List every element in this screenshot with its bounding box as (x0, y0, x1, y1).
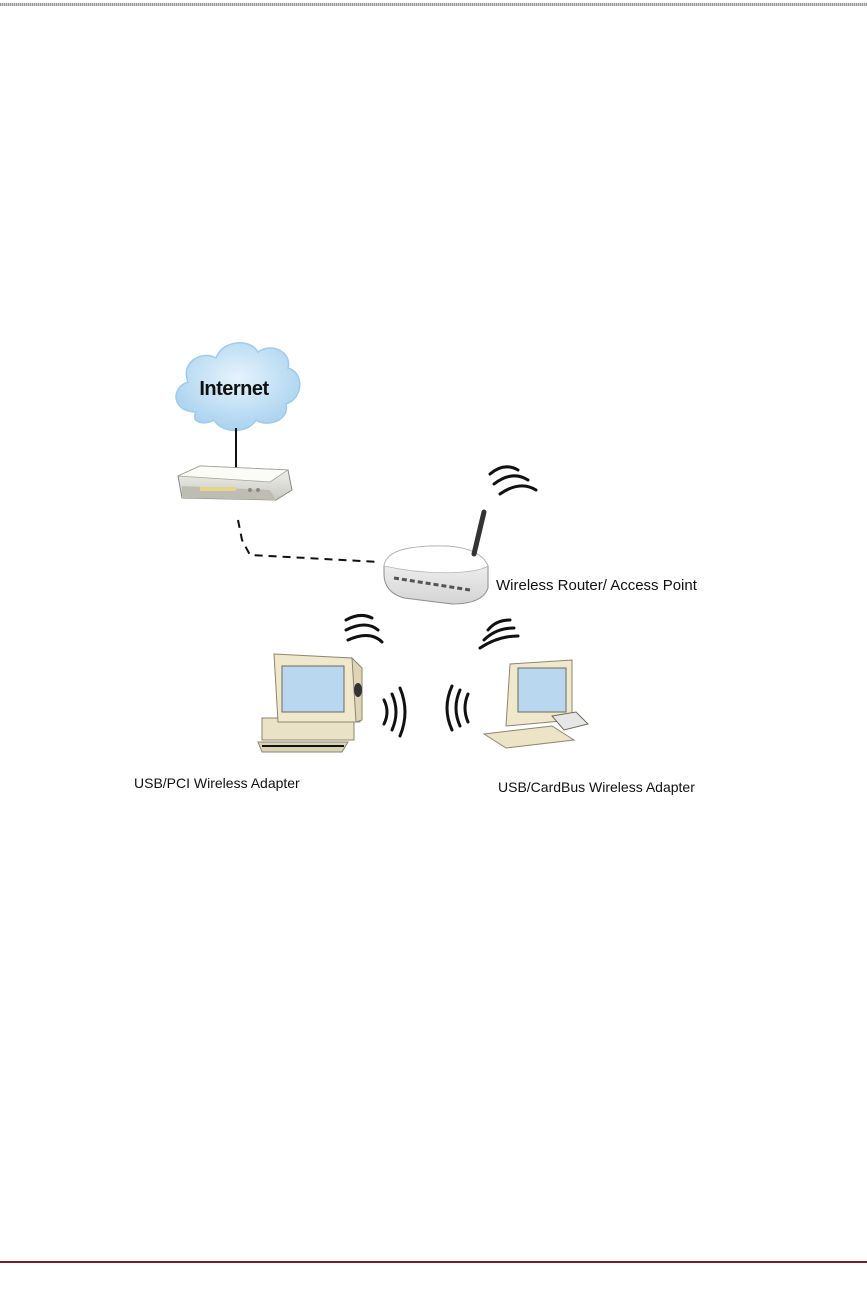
wireless-signal-icon (384, 688, 405, 736)
footer-rule (0, 1261, 867, 1263)
wireless-signal-icon (490, 467, 536, 494)
internet-label: Internet (199, 378, 269, 400)
desktop-computer (258, 654, 362, 752)
ethernet-cable (238, 520, 380, 562)
laptop-computer (484, 660, 588, 748)
desktop-label: USB/PCI Wireless Adapter (134, 775, 300, 791)
modem-device (178, 466, 292, 500)
router-label: Wireless Router/ Access Point (496, 577, 698, 594)
router-device (384, 512, 488, 604)
laptop-label: USB/CardBus Wireless Adapter (498, 779, 695, 795)
wireless-signal-icon (480, 620, 518, 648)
internet-cloud: Internet (176, 343, 300, 431)
wireless-signal-icon (447, 686, 468, 730)
wireless-signal-icon (346, 615, 382, 642)
